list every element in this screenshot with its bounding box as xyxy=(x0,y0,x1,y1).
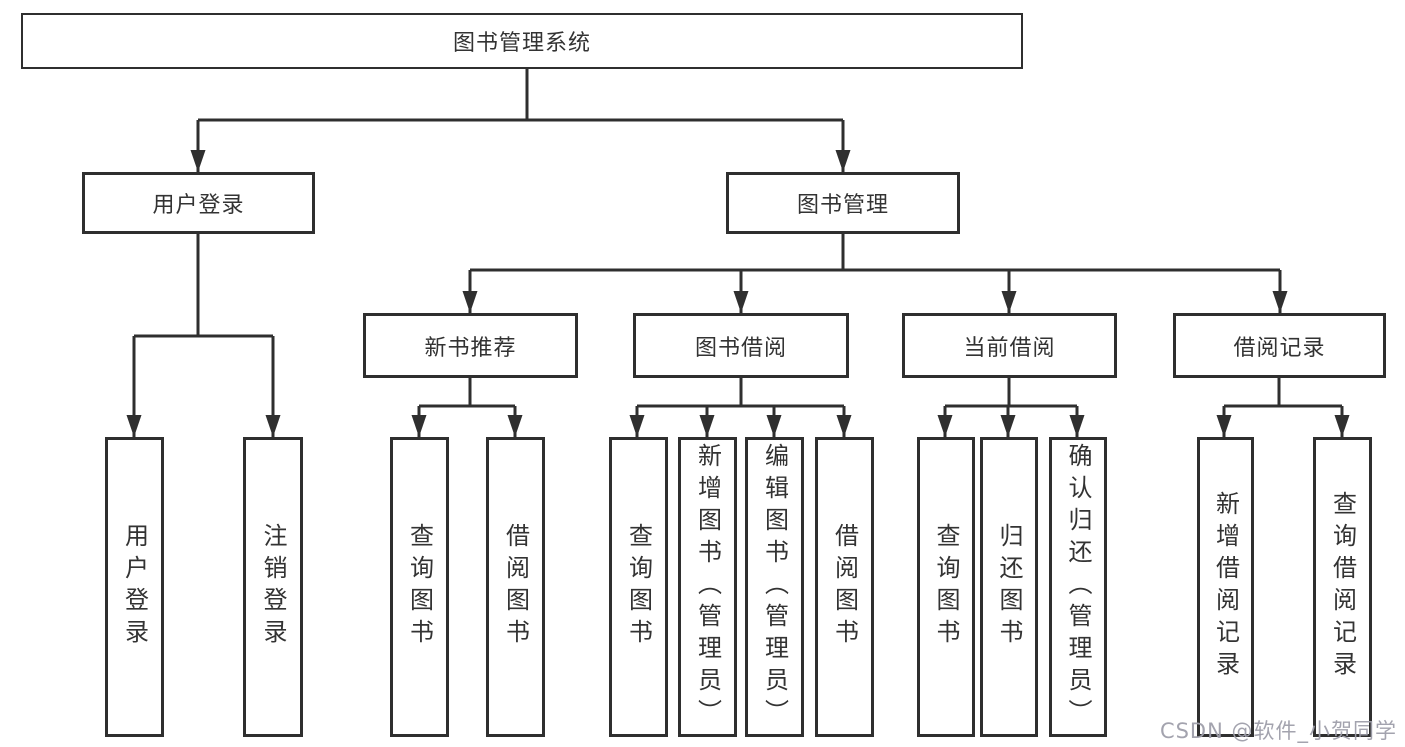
node-borrowing-borrow-books-label: 借阅图书 xyxy=(830,523,859,651)
node-current-confirm-return-admin: 确认归还（管理员） xyxy=(1049,437,1107,737)
node-recommend-query-books-label: 查询图书 xyxy=(405,523,434,651)
node-recommend-borrow-books: 借阅图书 xyxy=(486,437,545,737)
node-borrowing-records: 借阅记录 xyxy=(1173,313,1386,378)
node-recommend-borrow-books-label: 借阅图书 xyxy=(501,523,530,651)
node-borrowing-records-label: 借阅记录 xyxy=(1233,335,1326,361)
node-book-borrowing: 图书借阅 xyxy=(633,313,849,378)
node-leaf-logout: 注销登录 xyxy=(243,437,303,737)
node-book-management: 图书管理 xyxy=(726,172,960,234)
node-borrowing-edit-books-admin: 编辑图书（管理员） xyxy=(745,437,804,737)
node-current-borrowing-label: 当前借阅 xyxy=(963,335,1056,361)
node-book-mgmt-system: 图书管理系统 xyxy=(21,13,1023,69)
node-recommend-query-books: 查询图书 xyxy=(390,437,449,737)
node-borrowing-add-books-admin: 新增图书（管理员） xyxy=(678,437,737,737)
node-records-query-record-label: 查询借阅记录 xyxy=(1328,491,1357,683)
node-records-add-record-label: 新增借阅记录 xyxy=(1211,491,1240,683)
connector-user-login-children xyxy=(126,234,281,437)
node-borrowing-borrow-books: 借阅图书 xyxy=(815,437,874,737)
connector-records-children xyxy=(1216,378,1350,437)
node-new-book-recommend-label: 新书推荐 xyxy=(424,335,517,361)
node-records-add-record: 新增借阅记录 xyxy=(1197,437,1254,737)
node-book-management-label: 图书管理 xyxy=(796,193,889,218)
connector-borrowing-children xyxy=(629,378,852,437)
csdn-watermark: CSDN @软件_小贺同学 xyxy=(1159,719,1397,743)
node-leaf-user-login: 用户登录 xyxy=(105,437,164,737)
node-leaf-logout-label: 注销登录 xyxy=(259,523,287,651)
node-borrowing-add-books-admin-label: 新增图书（管理员） xyxy=(693,443,722,731)
node-book-mgmt-system-label: 图书管理系统 xyxy=(452,31,591,56)
node-leaf-user-login-label: 用户登录 xyxy=(120,523,149,651)
node-current-confirm-return-admin-label: 确认归还（管理员） xyxy=(1064,443,1092,731)
node-new-book-recommend: 新书推荐 xyxy=(363,313,578,378)
node-current-return-books-label: 归还图书 xyxy=(995,523,1023,651)
node-borrowing-query-books: 查询图书 xyxy=(609,437,668,737)
connector-recommend-children xyxy=(411,378,523,437)
node-book-borrowing-label: 图书借阅 xyxy=(694,335,787,361)
node-user-login: 用户登录 xyxy=(82,172,315,234)
node-current-borrowing: 当前借阅 xyxy=(902,313,1117,378)
node-current-query-books: 查询图书 xyxy=(917,437,975,737)
connector-current-borrow-children xyxy=(937,378,1085,437)
node-records-query-record: 查询借阅记录 xyxy=(1313,437,1372,737)
connector-book-mgmt-children xyxy=(462,234,1288,313)
node-current-return-books: 归还图书 xyxy=(980,437,1038,737)
connector-root-to-level1 xyxy=(190,69,851,172)
node-borrowing-edit-books-admin-label: 编辑图书（管理员） xyxy=(760,443,789,731)
node-current-query-books-label: 查询图书 xyxy=(932,523,960,651)
node-borrowing-query-books-label: 查询图书 xyxy=(624,523,653,651)
node-user-login-label: 用户登录 xyxy=(152,193,245,218)
